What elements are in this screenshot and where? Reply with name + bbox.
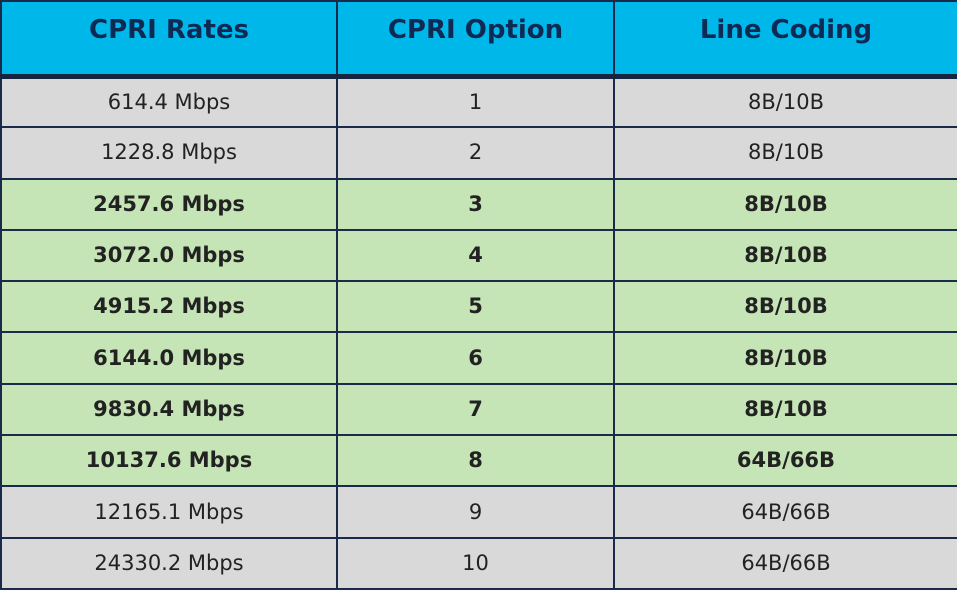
cell-rate: 614.4 Mbps — [0, 74, 338, 129]
header-line-coding: Line Coding — [613, 0, 957, 79]
cell-option: 3 — [336, 177, 615, 231]
cell-rate: 1228.8 Mbps — [0, 126, 338, 180]
cell-rate: 10137.6 Mbps — [0, 434, 338, 488]
table-row: 10137.6 Mbps 8 64B/66B — [0, 434, 957, 488]
cell-option: 9 — [336, 485, 615, 539]
cell-rate: 9830.4 Mbps — [0, 382, 338, 437]
table-row: 3072.0 Mbps 4 8B/10B — [0, 228, 957, 283]
cell-coding: 8B/10B — [613, 74, 957, 129]
cell-option: 1 — [336, 74, 615, 129]
cell-option: 4 — [336, 228, 615, 283]
table-row: 614.4 Mbps 1 8B/10B — [0, 74, 957, 129]
cell-option: 6 — [336, 331, 615, 385]
cell-option: 5 — [336, 280, 615, 334]
table-row: 1228.8 Mbps 2 8B/10B — [0, 126, 957, 180]
cell-coding: 8B/10B — [613, 331, 957, 385]
table-row: 4915.2 Mbps 5 8B/10B — [0, 280, 957, 334]
cell-rate: 12165.1 Mbps — [0, 485, 338, 539]
table-row: 12165.1 Mbps 9 64B/66B — [0, 485, 957, 539]
cell-rate: 2457.6 Mbps — [0, 177, 338, 231]
table-row: 2457.6 Mbps 3 8B/10B — [0, 177, 957, 231]
cell-coding: 8B/10B — [613, 126, 957, 180]
cell-option: 8 — [336, 434, 615, 488]
table-row: 24330.2 Mbps 10 64B/66B — [0, 536, 957, 590]
cell-coding: 64B/66B — [613, 485, 957, 539]
cell-option: 7 — [336, 382, 615, 437]
header-cpri-rates: CPRI Rates — [0, 0, 338, 79]
cell-coding: 64B/66B — [613, 434, 957, 488]
cell-coding: 8B/10B — [613, 382, 957, 437]
cell-option: 10 — [336, 536, 615, 590]
cell-coding: 8B/10B — [613, 280, 957, 334]
cell-rate: 24330.2 Mbps — [0, 536, 338, 590]
table-row: 9830.4 Mbps 7 8B/10B — [0, 382, 957, 437]
cell-rate: 6144.0 Mbps — [0, 331, 338, 385]
cell-coding: 8B/10B — [613, 228, 957, 283]
cell-coding: 8B/10B — [613, 177, 957, 231]
cell-coding: 64B/66B — [613, 536, 957, 590]
cell-rate: 4915.2 Mbps — [0, 280, 338, 334]
cell-rate: 3072.0 Mbps — [0, 228, 338, 283]
table-row: 6144.0 Mbps 6 8B/10B — [0, 331, 957, 385]
table-header-row: CPRI Rates CPRI Option Line Coding — [0, 0, 957, 79]
cell-option: 2 — [336, 126, 615, 180]
header-cpri-option: CPRI Option — [336, 0, 615, 79]
